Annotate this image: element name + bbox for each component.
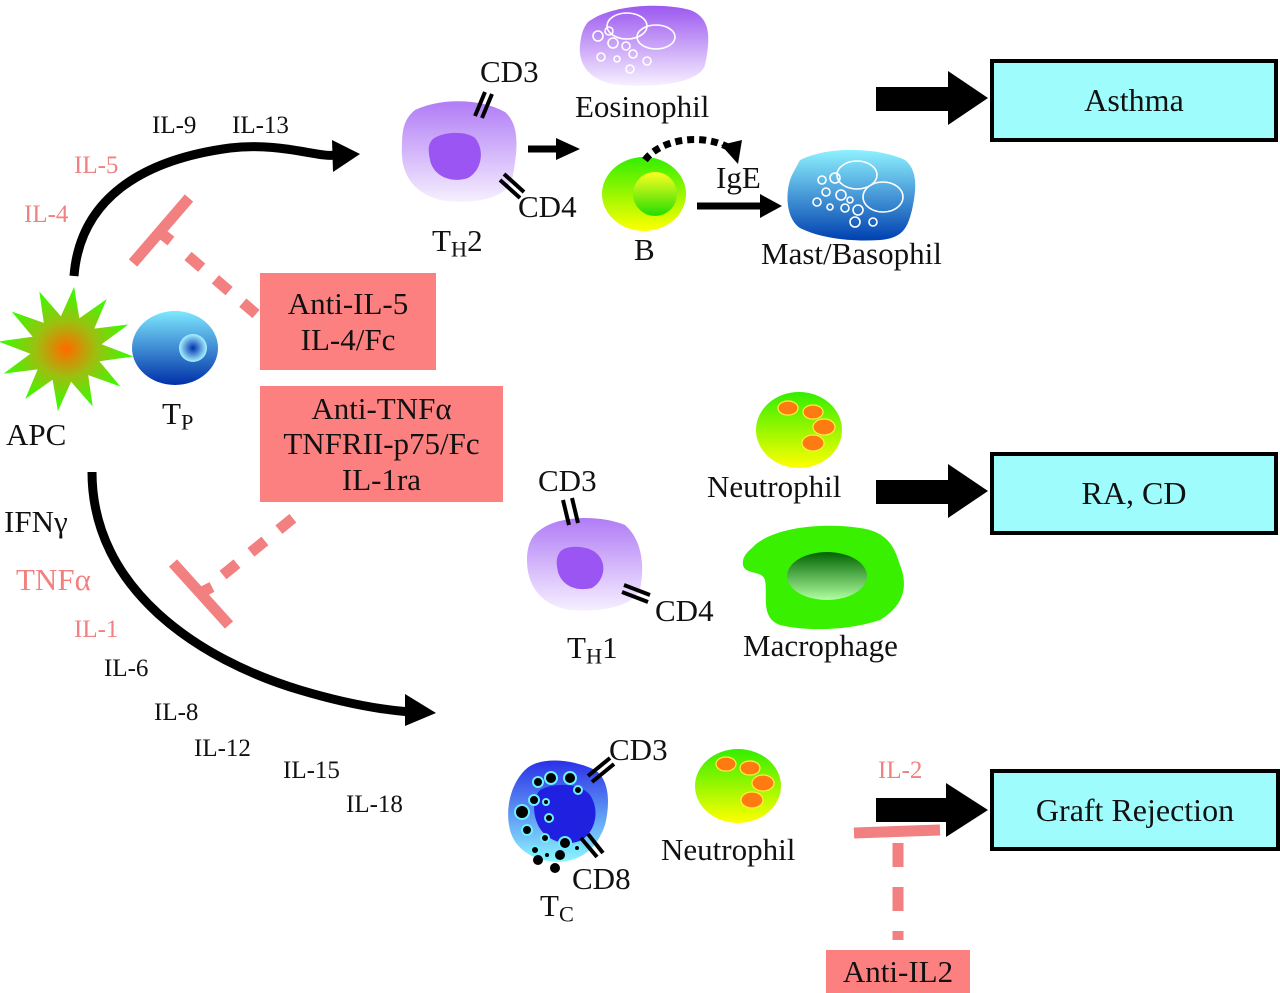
- b-cell-label: B: [634, 232, 655, 267]
- tp-label: TP: [162, 398, 193, 434]
- tc-cd3-label: CD3: [609, 732, 668, 767]
- eosinophil-icon: [579, 5, 709, 86]
- il2-label: IL-2: [878, 757, 923, 784]
- block-arrow-ra-cd: [876, 464, 988, 518]
- ige-label: IgE: [716, 160, 761, 195]
- tc-label-main: T: [540, 888, 559, 923]
- tc-cell-icon: [508, 756, 616, 873]
- th1-cd4-label: CD4: [655, 593, 714, 628]
- cytokine-label: IL-13: [232, 112, 289, 139]
- th2-cell-icon: [401, 91, 526, 202]
- cytokine-label-inhibited: IL-5: [74, 152, 119, 179]
- arrow-apc-to-th2: [69, 140, 360, 277]
- inhibitor-th2: [128, 194, 260, 319]
- th2-label-suffix: 2: [467, 223, 483, 258]
- drug-box-th1: Anti-TNFα TNFRII-p75/Fc IL-1ra: [260, 386, 503, 502]
- th1-cd3-label: CD3: [538, 463, 597, 498]
- apc-label: APC: [6, 417, 67, 452]
- macrophage-icon: [742, 525, 904, 630]
- arrow-th2-to-b: [528, 138, 580, 160]
- th2-label-subscript: H: [450, 236, 468, 262]
- th1-label-suffix: 1: [602, 630, 618, 665]
- macrophage-label: Macrophage: [743, 628, 898, 663]
- mast-basophil-icon: [787, 149, 916, 241]
- cytokine-label: IL-9: [152, 112, 197, 139]
- cytokine-label-inhibited: IL-4: [24, 201, 69, 228]
- cytokine-label: IL-12: [194, 735, 251, 762]
- disease-box-asthma: Asthma: [990, 59, 1278, 142]
- neutrophil-tc-icon: [695, 749, 781, 823]
- drug-box-tc: Anti-IL2: [826, 950, 970, 993]
- drug-name: Anti-TNFα: [311, 391, 452, 427]
- tp-label-main: T: [162, 396, 181, 431]
- arrow-b-to-ige-dotted: [642, 136, 742, 164]
- neutrophil-th1-icon: [756, 392, 842, 468]
- th2-cd3-label: CD3: [480, 54, 539, 89]
- th2-label: TH2: [432, 225, 483, 261]
- cytokine-label-inhibited: TNFα: [16, 562, 91, 597]
- cytokine-label: IL-15: [283, 757, 340, 784]
- tc-cd8-label: CD8: [572, 861, 631, 896]
- tp-label-subscript: P: [180, 409, 194, 435]
- disease-box-ra-cd: RA, CD: [990, 452, 1278, 535]
- th2-label-main: T: [432, 223, 451, 258]
- eosinophil-label: Eosinophil: [575, 89, 710, 124]
- block-arrow-graft: [876, 783, 988, 837]
- tc-label: TC: [540, 890, 574, 926]
- inhibitor-tc: [853, 824, 941, 940]
- inhibitor-th1: [168, 505, 307, 629]
- mast-basophil-label: Mast/Basophil: [761, 236, 942, 271]
- cytokine-label: IFNγ: [4, 504, 68, 539]
- neutrophil-th1-label: Neutrophil: [707, 469, 842, 504]
- tc-label-subscript: C: [558, 901, 574, 927]
- cytokine-label: IL-8: [154, 699, 199, 726]
- block-arrow-asthma: [876, 71, 988, 125]
- arrow-apc-to-tc: [87, 471, 436, 726]
- neutrophil-tc-label: Neutrophil: [661, 832, 796, 867]
- disease-box-graft-rejection: Graft Rejection: [990, 769, 1280, 851]
- cytokine-label: IL-18: [346, 791, 403, 818]
- cytokine-label-inhibited: IL-1: [74, 616, 119, 643]
- tp-cell-icon: [132, 311, 218, 385]
- drug-name: Anti-IL-5: [287, 286, 409, 322]
- drug-name: IL-1ra: [341, 461, 422, 497]
- apc-cell-icon: [0, 286, 134, 412]
- th1-label-subscript: H: [585, 643, 603, 669]
- th2-cd4-label: CD4: [518, 189, 577, 224]
- th1-label-main: T: [567, 630, 586, 665]
- th1-label: TH1: [567, 632, 618, 668]
- arrow-b-to-mast: [697, 194, 782, 218]
- cytokine-label: IL-6: [104, 655, 149, 682]
- b-cell-icon: [602, 157, 686, 231]
- th1-cell-icon: [527, 497, 651, 611]
- drug-name: IL-4/Fc: [300, 321, 396, 357]
- drug-name: TNFRII-p75/Fc: [283, 426, 480, 462]
- drug-box-th2: Anti-IL-5 IL-4/Fc: [260, 273, 436, 370]
- drug-name: Anti-IL2: [842, 953, 954, 989]
